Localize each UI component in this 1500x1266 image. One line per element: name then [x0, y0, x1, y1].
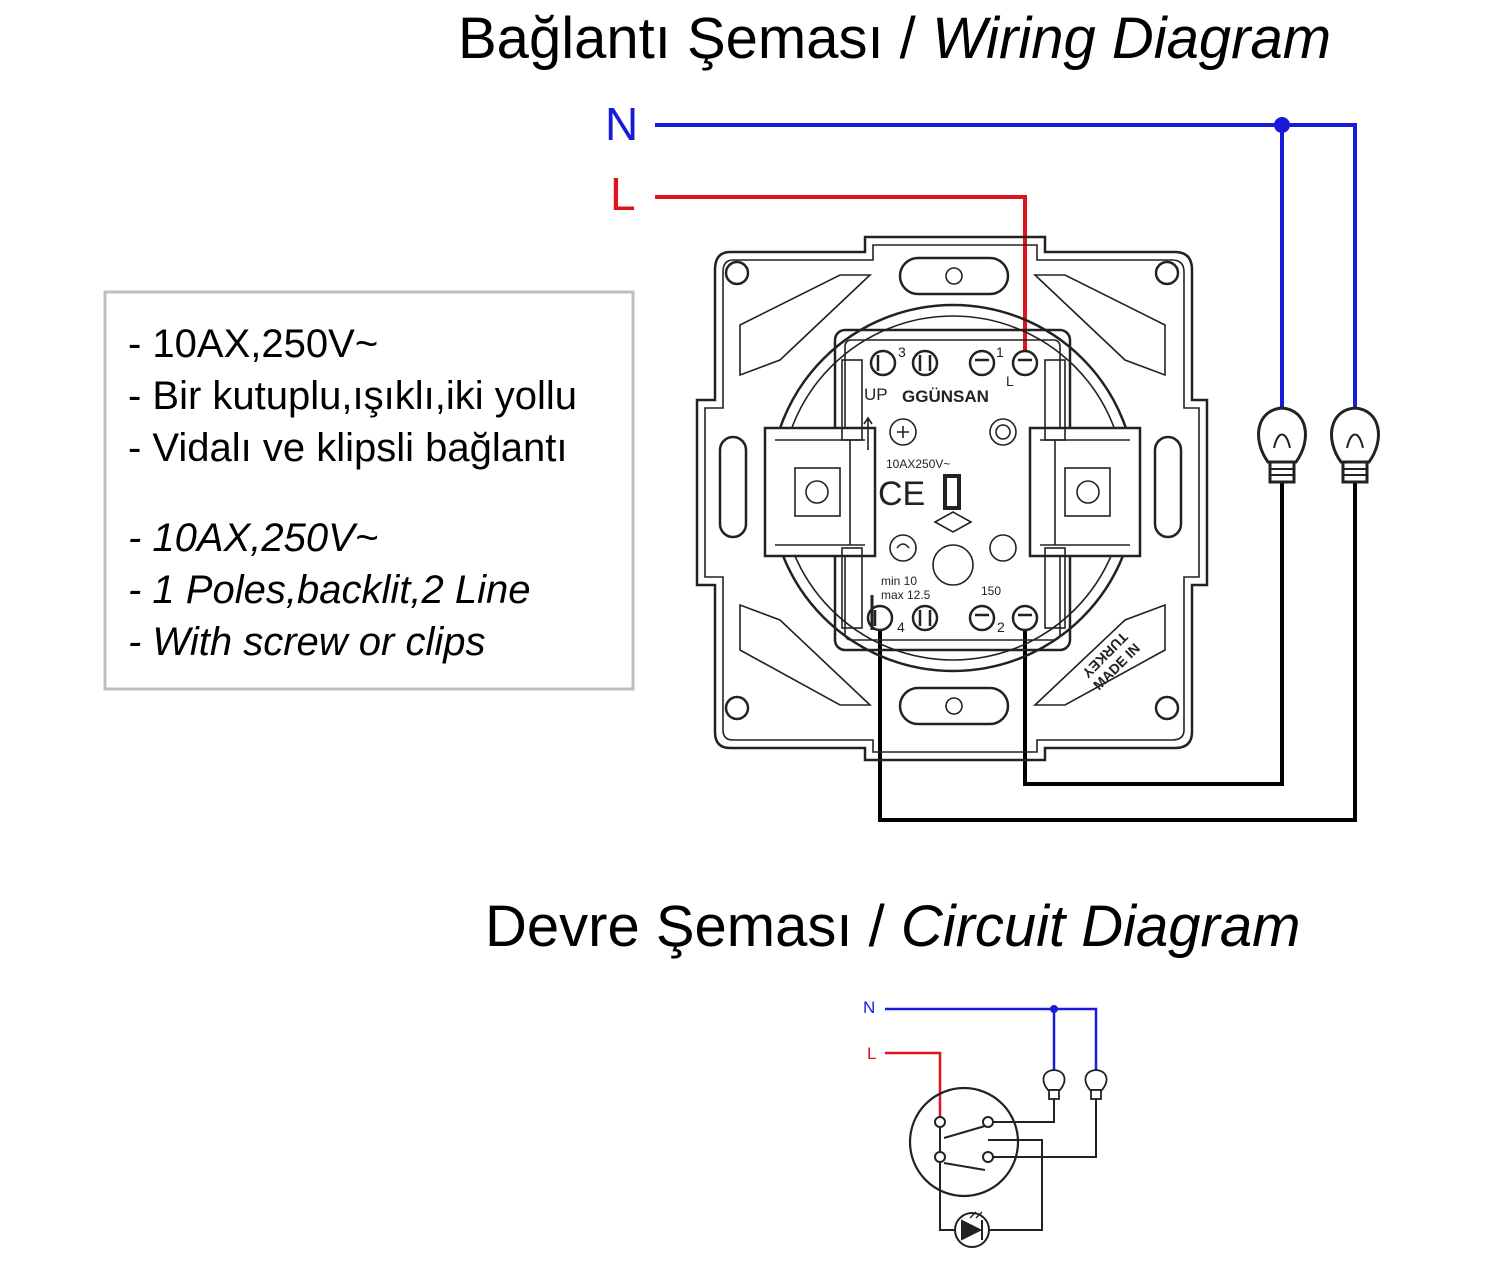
- neutral-label: N: [605, 98, 638, 150]
- circuit-lamp-2: [1084, 1069, 1108, 1100]
- circuit-neutral-wire: [885, 1007, 1098, 1072]
- lamp-1: [1257, 406, 1307, 484]
- lamp-2: [1330, 406, 1380, 484]
- neutral-wire: [655, 123, 1357, 410]
- rating-label: 10AX250V~: [886, 457, 950, 471]
- circuit-title: Devre Şeması / Circuit Diagram: [485, 894, 1300, 959]
- switch-device: 3 1 L UP GGÜNSAN 10AX250V~ CE min 10 max…: [695, 235, 1209, 762]
- circuit-live-wire: [885, 1051, 942, 1117]
- bottom-terminals: [866, 604, 1039, 632]
- circuit-switch-levers: [939, 1125, 986, 1171]
- specs-box: [103, 290, 635, 691]
- circuit-load-wires: [939, 1099, 1097, 1231]
- circuit-neutral-junction: [1050, 1005, 1058, 1013]
- terminal-2-label: 2: [997, 619, 1005, 635]
- circuit-title-en: Circuit Diagram: [901, 894, 1301, 959]
- brand-label: GGÜNSAN: [902, 387, 989, 406]
- circuit-switch-circle: [908, 1086, 1020, 1198]
- spec-en-3: - With screw or clips: [128, 620, 485, 664]
- up-label: UP: [864, 385, 888, 404]
- top-terminals: [869, 349, 1039, 377]
- terminal-4-label: 4: [897, 619, 905, 635]
- led-icon: [954, 1211, 990, 1248]
- spec-tr-1: - 10AX,250V~: [128, 322, 378, 366]
- live-label: L: [610, 168, 636, 220]
- circuit-diagram: N L: [863, 998, 1108, 1248]
- neutral-junction: [1274, 117, 1290, 133]
- load-wires: [878, 482, 1357, 822]
- ce-mark: CE: [878, 475, 925, 513]
- circuit-neutral-label: N: [863, 998, 875, 1017]
- circuit-switch-contacts: [934, 1116, 994, 1163]
- circuit-title-tr: Devre Şeması /: [485, 894, 886, 959]
- terminal-L-label: L: [1006, 373, 1014, 389]
- strip-max-label: max 12.5: [881, 588, 931, 602]
- wiring-title-en: Wiring Diagram: [932, 6, 1331, 71]
- spec-tr-2: - Bir kutuplu,ışıklı,iki yollu: [128, 374, 577, 418]
- circuit-lamp-1: [1042, 1069, 1066, 1100]
- spec-en-2: - 1 Poles,backlit,2 Line: [128, 568, 530, 612]
- live-wire: [655, 195, 1027, 360]
- strip-min-label: min 10: [881, 574, 917, 588]
- strip-150-label: 150: [981, 584, 1001, 598]
- wiring-title: Bağlantı Şeması / Wiring Diagram: [458, 6, 1331, 71]
- terminal-3-label: 3: [898, 344, 906, 360]
- terminal-1-label: 1: [996, 344, 1004, 360]
- wiring-title-tr: Bağlantı Şeması /: [458, 6, 917, 71]
- spec-en-1: - 10AX,250V~: [128, 516, 378, 560]
- circuit-live-label: L: [867, 1044, 876, 1063]
- spec-tr-3: - Vidalı ve klipsli bağlantı: [128, 426, 568, 470]
